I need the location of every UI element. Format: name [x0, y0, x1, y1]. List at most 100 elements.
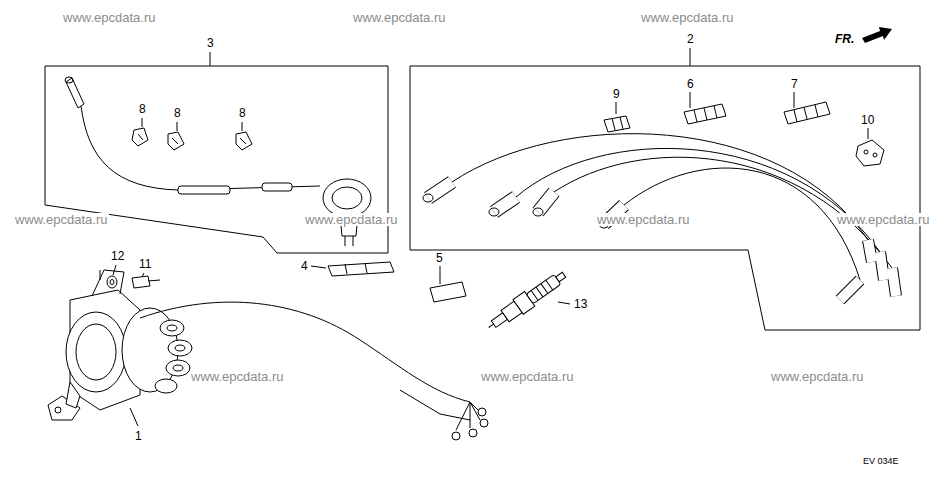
- coil-wire: [66, 78, 84, 108]
- group-bracket: [210, 52, 211, 66]
- wire-clip: [132, 128, 148, 146]
- watermark: www.epcdata.ru: [596, 213, 691, 226]
- watermark: www.epcdata.ru: [640, 11, 735, 24]
- ignition-wire-set: [538, 192, 554, 212]
- distributor: [66, 382, 80, 408]
- wire-separator: [604, 92, 884, 166]
- coil-wire: [353, 236, 354, 246]
- distributor: [76, 324, 116, 380]
- ignition-wire-set: [428, 182, 624, 224]
- callout-number: 4: [300, 260, 309, 272]
- distributor: [166, 360, 190, 376]
- callout-number: 1: [134, 430, 143, 442]
- wire-separator: [794, 92, 795, 108]
- bolt: [113, 265, 116, 275]
- wire-separator: [690, 92, 691, 108]
- coil-wire: [323, 179, 371, 217]
- distributor: [168, 340, 192, 356]
- clip: [345, 263, 367, 274]
- distributor: [66, 312, 126, 392]
- watermark: www.epcdata.ru: [62, 11, 157, 24]
- ignition-wire-set: [868, 240, 872, 262]
- coil-wire: [345, 236, 346, 246]
- coil-wire: [332, 187, 362, 209]
- ignition-wire-set: [892, 268, 896, 296]
- distributor: [140, 302, 470, 402]
- watermark: www.epcdata.ru: [836, 213, 931, 226]
- distributor: [480, 419, 488, 427]
- wire-clip: [132, 118, 252, 150]
- distributor: [167, 325, 177, 331]
- distributor: [160, 320, 184, 336]
- callout-number: 8: [173, 107, 182, 119]
- spark-plug: [531, 280, 553, 300]
- bolt: [132, 276, 150, 288]
- ignition-wire-set: [494, 197, 516, 212]
- distributor: [100, 270, 101, 280]
- wire-clip: [177, 122, 178, 131]
- distributor: [173, 365, 183, 371]
- watermark: www.epcdata.ru: [14, 213, 109, 226]
- distributor: [452, 432, 460, 440]
- ignition-wire-set: [533, 208, 543, 216]
- group-bracket: [410, 66, 920, 330]
- watermark: www.epcdata.ru: [352, 11, 447, 24]
- distributor: [48, 270, 488, 440]
- distributor: [92, 270, 124, 296]
- group-bracket: [690, 48, 691, 66]
- callout-number: 11: [138, 258, 152, 270]
- distributor: [175, 345, 185, 351]
- ignition-wire-set: [428, 182, 624, 224]
- watermark: www.epcdata.ru: [480, 370, 575, 383]
- sheet-code: EV 034E: [862, 457, 900, 466]
- wire-clip: [142, 118, 143, 127]
- wire-separator: [856, 140, 884, 166]
- ignition-wire-set: [880, 252, 884, 280]
- callout-number: 5: [435, 252, 444, 264]
- ignition-wire-set: [452, 134, 868, 240]
- callout-number: 13: [573, 298, 588, 310]
- ignition-wire-set: [840, 280, 860, 300]
- bolt: [107, 276, 117, 288]
- spark-plug: [556, 272, 566, 282]
- callout-number: 10: [860, 114, 875, 126]
- coil-wire: [81, 106, 320, 190]
- condenser: [430, 282, 466, 302]
- wire-clip: [236, 132, 252, 150]
- wire-clip: [168, 132, 184, 150]
- distributor: [55, 407, 61, 413]
- ignition-wire-set: [516, 148, 880, 252]
- callout-number: 12: [110, 250, 125, 262]
- ignition-wire-set: [494, 197, 516, 212]
- watermark: www.epcdata.ru: [304, 213, 399, 226]
- watermark: www.epcdata.ru: [770, 370, 865, 383]
- callout-number: 8: [138, 103, 147, 115]
- ignition-wire-set: [892, 268, 896, 296]
- ignition-wire-set: [840, 280, 860, 300]
- coil-wire: [178, 186, 230, 194]
- bolt: [110, 280, 114, 285]
- wire-separator: [784, 102, 830, 124]
- parts-illustration: [558, 302, 570, 304]
- ignition-wire-set: [538, 192, 554, 212]
- wire-separator: [616, 102, 617, 114]
- callout-number: 7: [790, 78, 799, 90]
- ignition-wire-set: [423, 194, 433, 202]
- callout-number: 3: [206, 37, 215, 49]
- clip: [328, 262, 394, 276]
- distributor: [469, 429, 477, 437]
- wire-separator: [873, 153, 877, 157]
- callout-number: 6: [686, 78, 695, 90]
- callout-number: 9: [612, 88, 621, 100]
- wire-separator: [604, 116, 630, 132]
- distributor: [130, 408, 138, 426]
- spark-plug: [484, 267, 570, 335]
- distributor: [155, 379, 177, 393]
- ignition-wire-set: [423, 134, 896, 300]
- wire-separator: [864, 150, 868, 154]
- ignition-wire-set: [840, 240, 896, 300]
- callout-number: 8: [238, 107, 247, 119]
- spark-plug: [489, 324, 494, 327]
